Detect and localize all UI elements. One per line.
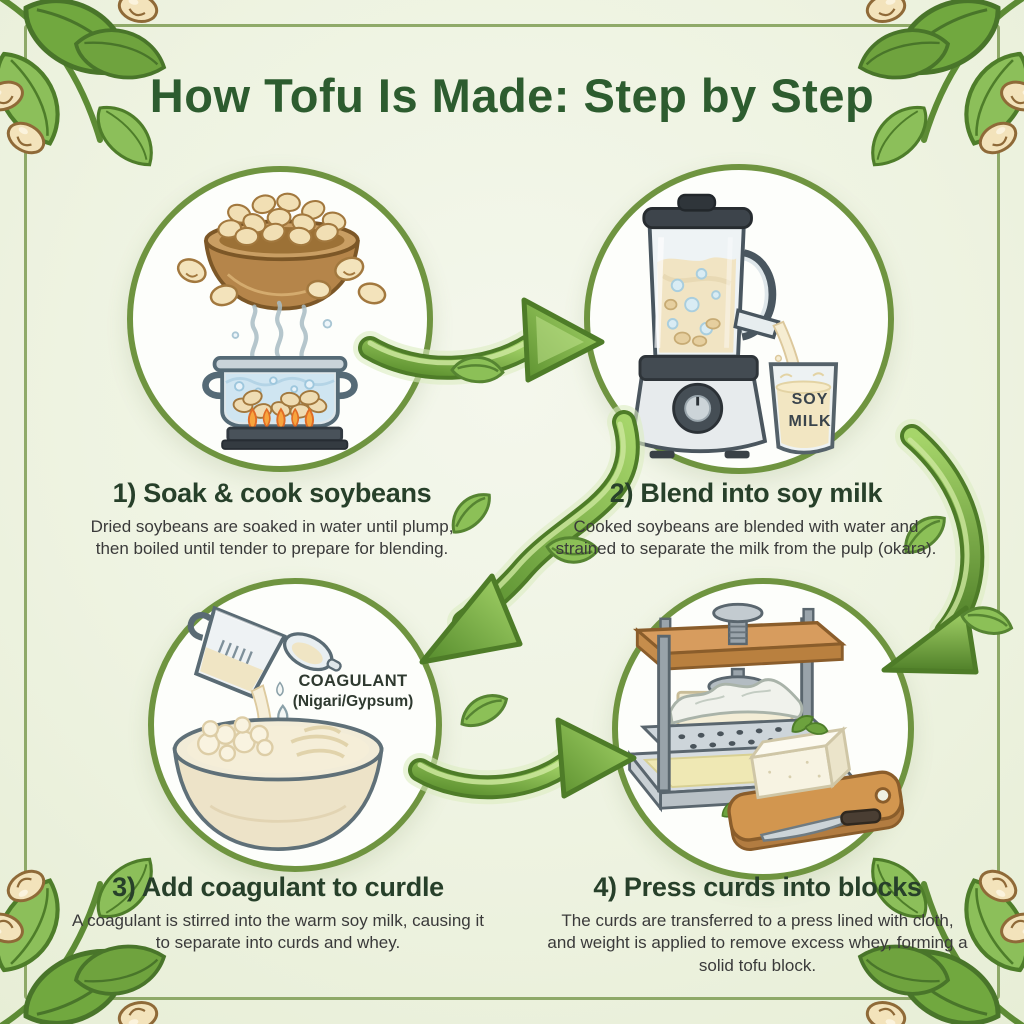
coagulant-label-line1: COAGULANT bbox=[298, 672, 408, 690]
soybean-icon bbox=[1000, 912, 1024, 944]
steam-icon bbox=[250, 300, 308, 364]
step-3-illustration-circle bbox=[148, 578, 442, 872]
arrow-step2-to-step3-icon bbox=[419, 405, 645, 665]
blender-icon bbox=[630, 193, 781, 459]
soy-milk-label: SOY MILK bbox=[770, 389, 850, 434]
soybean-icon bbox=[865, 1001, 907, 1024]
arrow-step3-to-step4-icon bbox=[403, 694, 637, 805]
step-4-text: 4) Press curds into blocks The curds are… bbox=[545, 872, 970, 977]
leaf-icon bbox=[450, 355, 505, 384]
step-3-heading: 3) Add coagulant to curdle bbox=[112, 872, 444, 902]
step-1-illustration-circle bbox=[127, 166, 433, 472]
scattered-soybeans-icon bbox=[176, 256, 387, 307]
stove-flame-icon bbox=[221, 407, 349, 450]
blend-illustration bbox=[630, 193, 839, 459]
step-4-description: The curds are transferred to a press lin… bbox=[547, 911, 968, 975]
soybean-icon bbox=[117, 0, 159, 23]
border-frame bbox=[24, 24, 1000, 1000]
soak-and-cook-illustration bbox=[176, 192, 387, 450]
soy-milk-beaker-icon bbox=[768, 362, 839, 455]
leaf-icon bbox=[545, 536, 600, 564]
knife-icon bbox=[759, 808, 882, 842]
arrow-step2-to-step4-icon bbox=[881, 419, 1014, 675]
step-3-description: A coagulant is stirred into the warm soy… bbox=[72, 911, 484, 953]
step-1-text: 1) Soak & cook soybeans Dried soybeans a… bbox=[72, 478, 472, 561]
tofu-block-icon bbox=[748, 715, 851, 800]
coagulant-label-line2: (Nigari/Gypsum) bbox=[292, 693, 414, 710]
leaf-icon bbox=[960, 606, 1014, 635]
page-title: How Tofu Is Made: Step by Step bbox=[149, 69, 875, 122]
step-2-illustration-circle bbox=[584, 164, 894, 474]
step-1-heading: 1) Soak & cook soybeans bbox=[112, 478, 432, 508]
step-2-text: 2) Blend into soy milk Cooked soybeans a… bbox=[550, 478, 942, 561]
leaf-icon bbox=[460, 694, 509, 728]
soy-milk-label-line1: SOY bbox=[791, 391, 829, 408]
measuring-cup-icon bbox=[187, 605, 287, 699]
leaf-icon bbox=[451, 493, 491, 534]
press-illustration bbox=[626, 602, 905, 851]
step-2-heading: 2) Blend into soy milk bbox=[609, 478, 883, 508]
soybean-icon bbox=[0, 912, 24, 944]
cutting-board-icon bbox=[727, 715, 905, 851]
spoon-icon bbox=[283, 632, 342, 672]
curdling-bowl-icon bbox=[172, 716, 384, 851]
soybean-bowl-icon bbox=[203, 192, 360, 311]
leaf-icon bbox=[904, 515, 946, 554]
soybean-icon bbox=[865, 0, 907, 23]
step-3-text: 3) Add coagulant to curdle A coagulant i… bbox=[68, 872, 488, 955]
soybean-icon bbox=[117, 1001, 159, 1024]
coagulant-label: COAGULANT (Nigari/Gypsum) bbox=[276, 672, 430, 711]
step-2-description: Cooked soybeans are blended with water a… bbox=[555, 517, 937, 559]
coagulant-illustration bbox=[172, 605, 384, 851]
soy-milk-label-line2: MILK bbox=[788, 413, 832, 431]
step-4-illustration-circle bbox=[612, 578, 914, 880]
step-4-heading: 4) Press curds into blocks bbox=[593, 872, 922, 902]
step-1-description: Dried soybeans are soaked in water until… bbox=[90, 517, 454, 559]
arrow-step1-to-step2-icon bbox=[353, 297, 605, 385]
